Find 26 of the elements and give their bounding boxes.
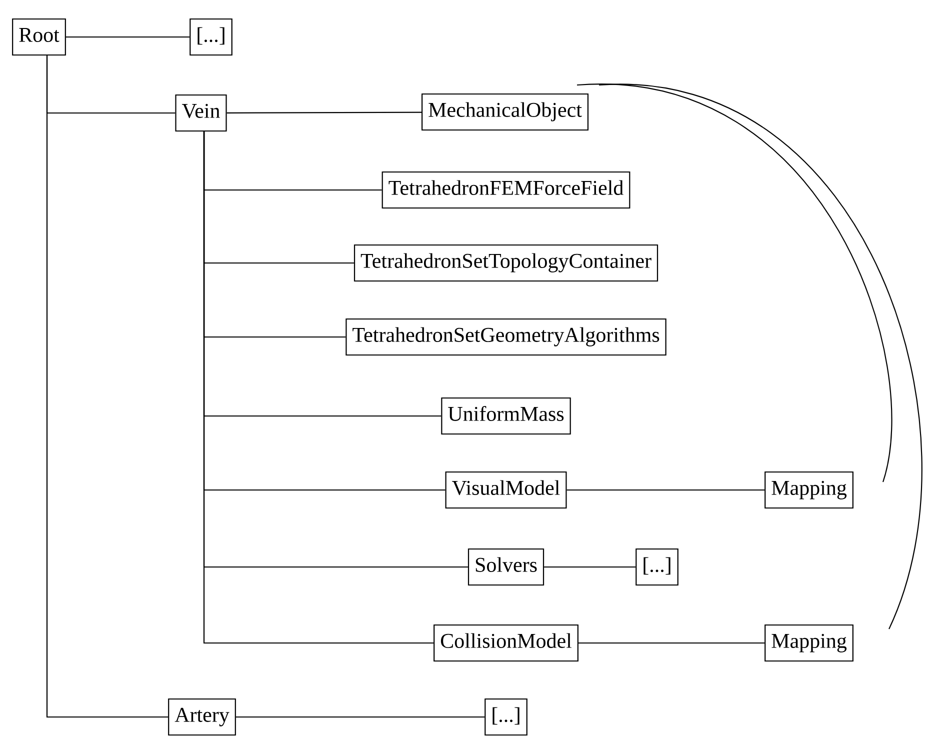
component-box: [...] (190, 18, 232, 56)
component-box: CollisionModel (434, 624, 578, 662)
connector-line (566, 489, 765, 491)
curved-link (577, 84, 892, 482)
component-box: TetrahedronSetTopologyContainer (354, 244, 658, 282)
component-box: Artery (168, 698, 236, 736)
connector-line (226, 112, 422, 114)
connector-line (66, 36, 190, 38)
component-box: MechanicalObject (422, 93, 589, 131)
component-box: Root (12, 18, 66, 56)
component-box: TetrahedronFEMForceField (382, 171, 630, 209)
curved-link (598, 84, 922, 630)
component-box: [...] (484, 698, 528, 736)
component-box: VisualModel (445, 471, 567, 509)
connector-line (236, 716, 485, 718)
component-box: Solvers (468, 548, 544, 586)
component-box: Mapping (764, 624, 854, 662)
connector-line (203, 131, 434, 644)
component-box: Mapping (764, 471, 854, 509)
component-box: Vein (175, 94, 227, 132)
component-box: [...] (636, 548, 678, 586)
connector-line (578, 642, 765, 644)
component-box: TetrahedronSetGeometryAlgorithms (346, 318, 666, 356)
component-box: UniformMass (441, 397, 571, 435)
connector-line (544, 566, 636, 568)
connector-line (46, 55, 168, 718)
